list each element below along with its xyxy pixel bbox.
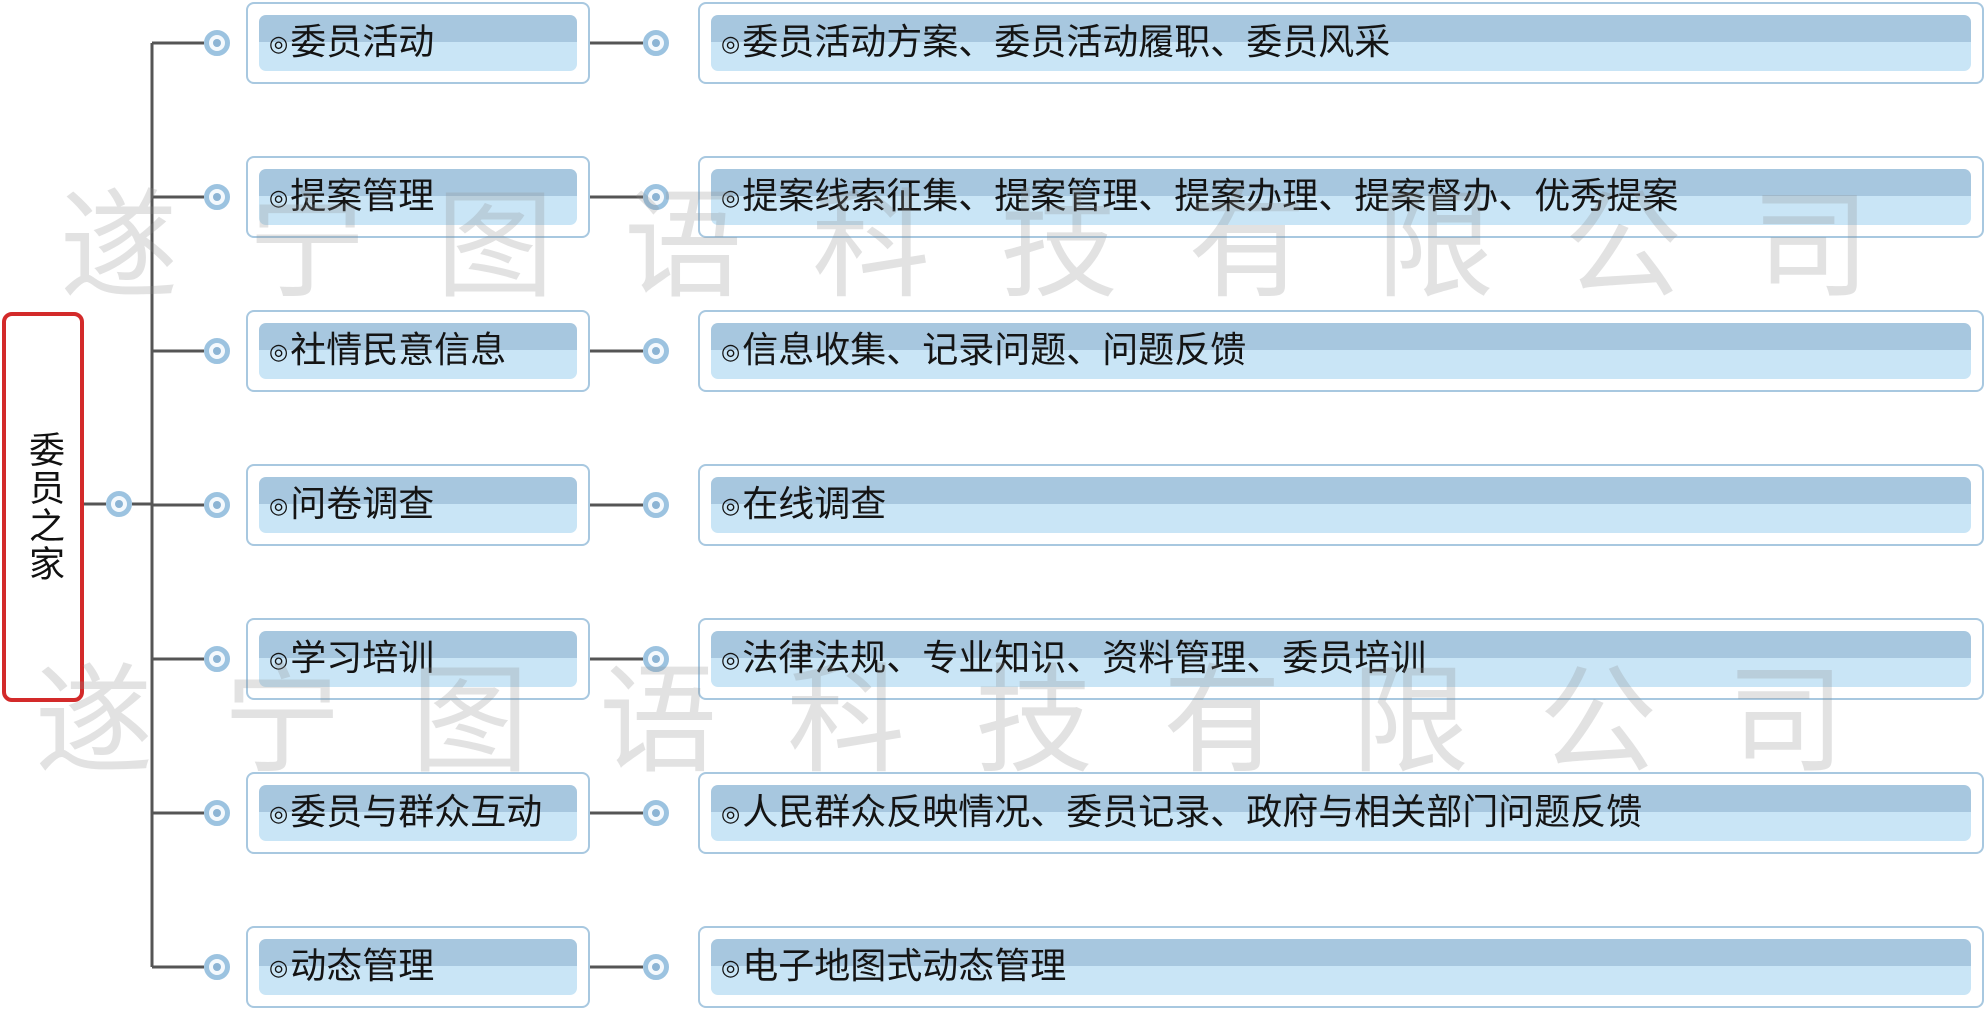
branch-box-5-text: 委员与群众互动 <box>290 792 543 833</box>
detail-box-2-label: ◎信息收集、记录问题、问题反馈 <box>711 333 1246 369</box>
detail-box-3-text: 在线调查 <box>742 484 887 525</box>
branch-box-2-label: ◎社情民意信息 <box>259 333 506 369</box>
root-expand-node[interactable] <box>106 491 132 517</box>
branch-box-4[interactable]: ◎学习培训 <box>246 618 590 700</box>
branch-box-1-text: 提案管理 <box>290 176 435 217</box>
detail-box-4-label: ◎法律法规、专业知识、资料管理、委员培训 <box>711 641 1426 677</box>
detail-expand-node-0[interactable] <box>643 30 669 56</box>
bullet-icon: ◎ <box>721 648 741 673</box>
branch-box-5-fill: ◎委员与群众互动 <box>259 785 577 841</box>
detail-box-3-label: ◎在线调查 <box>711 487 886 523</box>
bullet-icon: ◎ <box>269 956 289 981</box>
branch-box-3-text: 问卷调查 <box>290 484 435 525</box>
detail-box-5-text: 人民群众反映情况、委员记录、政府与相关部门问题反馈 <box>742 792 1643 833</box>
detail-expand-node-1[interactable] <box>643 184 669 210</box>
detail-box-5-label: ◎人民群众反映情况、委员记录、政府与相关部门问题反馈 <box>711 795 1642 831</box>
detail-box-6-label: ◎电子地图式动态管理 <box>711 949 1066 985</box>
branch-box-6-text: 动态管理 <box>290 946 435 987</box>
detail-expand-node-3[interactable] <box>643 492 669 518</box>
detail-box-1-label: ◎提案线索征集、提案管理、提案办理、提案督办、优秀提案 <box>711 179 1678 215</box>
branch-box-6[interactable]: ◎动态管理 <box>246 926 590 1008</box>
bullet-icon: ◎ <box>269 648 289 673</box>
branch-box-2-text: 社情民意信息 <box>290 330 507 371</box>
detail-box-1-fill: ◎提案线索征集、提案管理、提案办理、提案督办、优秀提案 <box>711 169 1971 225</box>
detail-expand-node-5[interactable] <box>643 800 669 826</box>
branch-expand-node-4[interactable] <box>204 646 230 672</box>
detail-box-4-text: 法律法规、专业知识、资料管理、委员培训 <box>742 638 1427 679</box>
branch-box-0-fill: ◎委员活动 <box>259 15 577 71</box>
detail-box-3[interactable]: ◎在线调查 <box>698 464 1984 546</box>
branch-box-4-fill: ◎学习培训 <box>259 631 577 687</box>
branch-box-2[interactable]: ◎社情民意信息 <box>246 310 590 392</box>
branch-expand-node-1[interactable] <box>204 184 230 210</box>
detail-box-5[interactable]: ◎人民群众反映情况、委员记录、政府与相关部门问题反馈 <box>698 772 1984 854</box>
detail-box-0-label: ◎委员活动方案、委员活动履职、委员风采 <box>711 25 1390 61</box>
branch-box-0-label: ◎委员活动 <box>259 25 434 61</box>
detail-box-0[interactable]: ◎委员活动方案、委员活动履职、委员风采 <box>698 2 1984 84</box>
detail-box-4[interactable]: ◎法律法规、专业知识、资料管理、委员培训 <box>698 618 1984 700</box>
branch-box-5-label: ◎委员与群众互动 <box>259 795 542 831</box>
detail-expand-node-4[interactable] <box>643 646 669 672</box>
detail-expand-node-6[interactable] <box>643 954 669 980</box>
branch-box-1-label: ◎提案管理 <box>259 179 434 215</box>
bullet-icon: ◎ <box>269 802 289 827</box>
detail-box-1-text: 提案线索征集、提案管理、提案办理、提案督办、优秀提案 <box>742 176 1679 217</box>
detail-box-6-text: 电子地图式动态管理 <box>742 946 1067 987</box>
detail-box-4-fill: ◎法律法规、专业知识、资料管理、委员培训 <box>711 631 1971 687</box>
branch-box-4-label: ◎学习培训 <box>259 641 434 677</box>
root-label: 委员之家 <box>23 431 64 583</box>
branch-box-6-fill: ◎动态管理 <box>259 939 577 995</box>
branch-box-6-label: ◎动态管理 <box>259 949 434 985</box>
branch-expand-node-0[interactable] <box>204 30 230 56</box>
bullet-icon: ◎ <box>721 340 741 365</box>
detail-box-1[interactable]: ◎提案线索征集、提案管理、提案办理、提案督办、优秀提案 <box>698 156 1984 238</box>
detail-expand-node-2[interactable] <box>643 338 669 364</box>
branch-box-3-label: ◎问卷调查 <box>259 487 434 523</box>
detail-box-2-fill: ◎信息收集、记录问题、问题反馈 <box>711 323 1971 379</box>
detail-box-3-fill: ◎在线调查 <box>711 477 1971 533</box>
branch-expand-node-5[interactable] <box>204 800 230 826</box>
detail-box-6-fill: ◎电子地图式动态管理 <box>711 939 1971 995</box>
detail-box-0-fill: ◎委员活动方案、委员活动履职、委员风采 <box>711 15 1971 71</box>
root-node[interactable]: 委员之家 <box>2 312 84 702</box>
branch-box-4-text: 学习培训 <box>290 638 435 679</box>
branch-box-0-text: 委员活动 <box>290 22 435 63</box>
branch-box-1[interactable]: ◎提案管理 <box>246 156 590 238</box>
branch-box-5[interactable]: ◎委员与群众互动 <box>246 772 590 854</box>
branch-box-3[interactable]: ◎问卷调查 <box>246 464 590 546</box>
bullet-icon: ◎ <box>269 494 289 519</box>
bullet-icon: ◎ <box>721 494 741 519</box>
bullet-icon: ◎ <box>269 340 289 365</box>
branch-expand-node-6[interactable] <box>204 954 230 980</box>
bullet-icon: ◎ <box>721 956 741 981</box>
detail-box-2[interactable]: ◎信息收集、记录问题、问题反馈 <box>698 310 1984 392</box>
bullet-icon: ◎ <box>721 32 741 57</box>
detail-box-2-text: 信息收集、记录问题、问题反馈 <box>742 330 1247 371</box>
detail-box-5-fill: ◎人民群众反映情况、委员记录、政府与相关部门问题反馈 <box>711 785 1971 841</box>
branch-expand-node-3[interactable] <box>204 492 230 518</box>
bullet-icon: ◎ <box>269 186 289 211</box>
branch-box-0[interactable]: ◎委员活动 <box>246 2 590 84</box>
bullet-icon: ◎ <box>269 32 289 57</box>
branch-box-1-fill: ◎提案管理 <box>259 169 577 225</box>
detail-box-6[interactable]: ◎电子地图式动态管理 <box>698 926 1984 1008</box>
branch-box-2-fill: ◎社情民意信息 <box>259 323 577 379</box>
bullet-icon: ◎ <box>721 186 741 211</box>
branch-box-3-fill: ◎问卷调查 <box>259 477 577 533</box>
bullet-icon: ◎ <box>721 802 741 827</box>
detail-box-0-text: 委员活动方案、委员活动履职、委员风采 <box>742 22 1391 63</box>
branch-expand-node-2[interactable] <box>204 338 230 364</box>
